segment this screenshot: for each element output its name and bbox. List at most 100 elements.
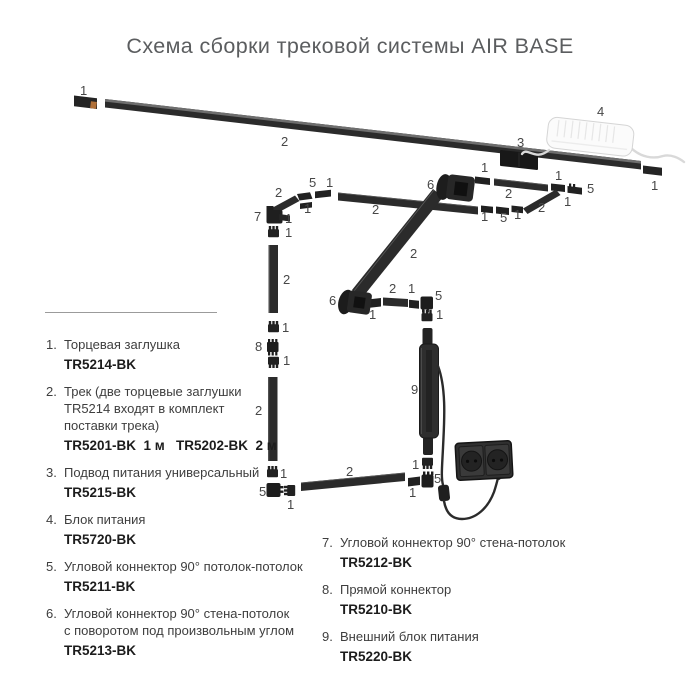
wall-socket [454, 439, 514, 482]
legend-item-label: поставки трека) [64, 418, 160, 433]
diagram-label: 1 [408, 281, 415, 296]
diagram-label: 2 [346, 464, 353, 479]
diagram-label: 1 [436, 307, 443, 322]
diagram-label: 5 [259, 484, 266, 499]
track-wall [337, 192, 479, 215]
diagram-label: 1 [285, 225, 292, 240]
diagram-label: 2 [538, 200, 545, 215]
diagram-label: 1 [287, 497, 294, 512]
diagram-label: 5 [500, 210, 507, 225]
legend-item-number: 5. [46, 559, 57, 574]
diagram-label: 1 [285, 211, 292, 226]
diagram-label: 6 [427, 177, 434, 192]
legend-item-article: TR5210-BK [340, 602, 413, 617]
diagram-label: 1 [304, 201, 311, 216]
legend-item-label: Подвод питания универсальный [64, 465, 260, 480]
legend-item-number: 2. [46, 384, 57, 399]
diagram-label: 2 [372, 202, 379, 217]
diagram-label: 2 [410, 246, 417, 261]
legend-item-label: Внешний блок питания [340, 629, 479, 644]
diagram-label: 3 [517, 135, 524, 150]
psu9-cable-lower [442, 476, 500, 521]
legend-item-article: TR5213-BK [64, 643, 137, 658]
end-cap-left [74, 95, 97, 109]
track-vertical-b [268, 377, 278, 461]
external-psu-9 [419, 328, 439, 455]
corner-connector-6-top [436, 174, 475, 202]
legend-item-number: 8. [322, 582, 333, 597]
track-ceiling-short-right [494, 178, 548, 192]
straight-connector-8 [267, 339, 279, 356]
legend-item-article: TR5214-BK [64, 357, 137, 372]
corner-connector-7 [266, 206, 290, 224]
corner-connector-6-bottom [338, 289, 372, 315]
diagram-label: 9 [411, 382, 418, 397]
legend-item-label: TR5214 входят в комплект [64, 401, 225, 416]
legend-item-article: TR5211-BK [64, 579, 136, 594]
diagram-label: 1 [555, 168, 562, 183]
legend-item-label: с поворотом под произвольным углом [64, 623, 295, 638]
diagram-label: 1 [481, 209, 488, 224]
inline-switch [437, 484, 451, 502]
ceiling-row-right [475, 176, 582, 195]
diagram-label: 5 [587, 181, 594, 196]
diagram-label: 1 [283, 353, 290, 368]
legend-item-number: 9. [322, 629, 333, 644]
diagram-label: 2 [281, 134, 288, 149]
legend-item-number: 1. [46, 337, 57, 352]
legend-item-article: TR5720-BK [64, 532, 137, 547]
diagram-label: 5 [309, 175, 316, 190]
page-title: Схема сборки трековой системы AIR BASE [126, 34, 574, 58]
copper-contact [90, 101, 97, 109]
diagram-label: 8 [255, 339, 262, 354]
legend-item-number: 6. [46, 606, 57, 621]
legend-item-article: TR5215-BK [64, 485, 137, 500]
wall-vertical-chain [266, 226, 296, 497]
track-diagonal [352, 189, 443, 298]
psu-feed-chain [408, 457, 434, 488]
power-cord [628, 145, 686, 164]
legend-item-label: Торцевая заглушка [64, 337, 180, 352]
legend-item-number: 7. [322, 535, 333, 550]
legend-item-article: TR5201-BK 1 м TR5202-BK 2 м [64, 438, 277, 453]
legend-item-article: TR5220-BK [340, 649, 413, 664]
corner-connector-5-top [420, 296, 433, 313]
diagram-label: 1 [409, 485, 416, 500]
diagram-label: 1 [481, 160, 488, 175]
diagram-label: 1 [564, 194, 571, 209]
legend-item-number: 4. [46, 512, 57, 527]
diagram-label: 1 [412, 457, 419, 472]
diagram-label: 1 [514, 207, 521, 222]
track-vertical-a [268, 245, 278, 313]
diagram-label: 1 [369, 307, 376, 322]
ceiling-feed-chain [367, 296, 433, 322]
psu9-cable-upper [436, 364, 446, 487]
diagram-label: 6 [329, 293, 336, 308]
legend-item-number: 3. [46, 465, 57, 480]
corner-connector-5-right [421, 471, 434, 488]
track-ceiling-short-left [271, 189, 331, 214]
feed-piece [268, 226, 279, 238]
diagram-label: 7 [254, 209, 261, 224]
diagram-label: 2 [389, 281, 396, 296]
legend-divider [45, 312, 217, 313]
diagram-label: 1 [80, 83, 87, 98]
legend-item-label: Угловой коннектор 90° потолок-потолок [64, 559, 303, 574]
feed-piece [268, 321, 279, 333]
power-feed-3 [500, 150, 538, 170]
legend-item-article: TR5212-BK [340, 555, 413, 570]
diagram-label: 1 [651, 178, 658, 193]
diagram-label: 5 [435, 288, 442, 303]
diagram-label: 1 [282, 320, 289, 335]
